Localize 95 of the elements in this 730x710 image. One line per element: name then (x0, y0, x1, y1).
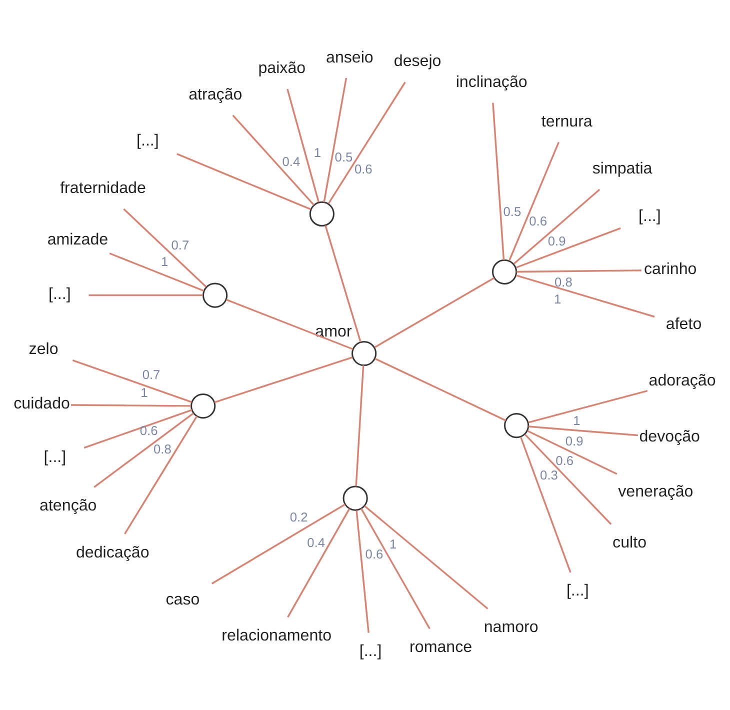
edge-label: 0.6 (354, 160, 372, 176)
edge-label: 0.9 (548, 232, 566, 248)
node-text: dedicação (76, 542, 150, 561)
edge-label: 0.8 (554, 274, 572, 289)
connector (508, 141, 560, 261)
node-text: relacionamento (222, 626, 332, 644)
edge-label: 0.7 (171, 237, 190, 252)
edge-label: 0.2 (290, 509, 308, 524)
connector (287, 508, 350, 618)
connector (176, 152, 311, 210)
connector (84, 408, 192, 448)
node-text: cuidado (14, 394, 70, 412)
connector (70, 404, 191, 406)
edge-label: 0.6 (529, 212, 548, 228)
connector (123, 208, 207, 288)
node-text: veneração (618, 482, 694, 500)
connector (286, 88, 320, 202)
connector (527, 430, 618, 474)
node-text: simpatia (592, 159, 652, 178)
node-text: anseio (326, 48, 374, 66)
edge-label: 0.5 (334, 149, 353, 164)
node-text: [...] (359, 642, 382, 660)
node-text: [...] (638, 206, 661, 224)
node-text: atração (188, 85, 242, 104)
edge-label: 0.9 (565, 432, 584, 448)
node-circle (309, 200, 334, 226)
node-text: carinho (644, 259, 697, 278)
node-text: [...] (136, 131, 159, 150)
edge-label: 0.7 (142, 366, 160, 382)
node-text: [...] (566, 581, 589, 600)
node-text: devoção (639, 427, 700, 446)
connector (356, 510, 370, 632)
connector (226, 298, 354, 350)
connector (328, 81, 406, 204)
node-circle (190, 392, 216, 418)
edge-label: 0.4 (282, 153, 300, 168)
connector (516, 269, 642, 272)
edge-label: 0.5 (503, 203, 522, 218)
connector (513, 188, 600, 264)
edge-label: 1 (554, 290, 562, 306)
node-text: romance (410, 638, 472, 656)
connector (520, 436, 572, 572)
node-circle (342, 485, 368, 510)
connector (528, 389, 648, 423)
connector (124, 415, 198, 534)
node-text: inclinação (456, 72, 528, 91)
edge-label: 1 (161, 253, 168, 268)
connector (109, 252, 204, 292)
node-text: zelo (28, 339, 58, 358)
node-circle (492, 258, 518, 284)
edge-label: 0.6 (365, 546, 384, 561)
edge-label: 0.6 (556, 452, 574, 468)
node-text: afeto (666, 314, 702, 333)
connector (211, 503, 346, 584)
node-circle (504, 412, 530, 438)
node-text: [...] (48, 284, 71, 302)
connector (232, 114, 315, 206)
connector (88, 294, 203, 296)
edge-label: 1 (140, 384, 148, 400)
node-text: namoro (484, 618, 538, 636)
node-text: ternura (541, 112, 592, 130)
node-text: desejo (394, 52, 442, 70)
connector (528, 425, 638, 436)
node-text: culto (612, 532, 647, 551)
edge-label: 1 (573, 412, 580, 428)
edge-label: 0.3 (540, 467, 558, 482)
connector (516, 274, 655, 318)
connector (524, 433, 612, 524)
connector (72, 358, 192, 402)
edge-label: 0.6 (140, 422, 158, 438)
connector (323, 77, 348, 202)
node-circle (202, 282, 228, 308)
connector (374, 276, 495, 348)
connector (360, 508, 430, 629)
node-circle (352, 340, 377, 366)
connector (355, 364, 364, 486)
edge-label: 0.4 (307, 534, 326, 550)
connector (324, 224, 362, 342)
node-text: atenção (40, 496, 97, 514)
node-text: [...] (44, 447, 66, 466)
edge-label: 0.8 (154, 440, 172, 456)
connector (374, 357, 506, 421)
connector (364, 504, 488, 609)
node-text: paixão (258, 58, 306, 77)
connector (214, 356, 353, 403)
node-text: caso (166, 590, 200, 608)
edge-label: 1 (314, 144, 322, 160)
edge-label: 1 (390, 536, 397, 551)
node-text: adoração (648, 370, 716, 389)
connector (492, 102, 505, 260)
connector (94, 412, 194, 488)
node-label: amor (315, 322, 352, 340)
node-text: amizade (47, 230, 108, 248)
connector (516, 226, 621, 268)
node-text: fraternidade (60, 178, 146, 197)
